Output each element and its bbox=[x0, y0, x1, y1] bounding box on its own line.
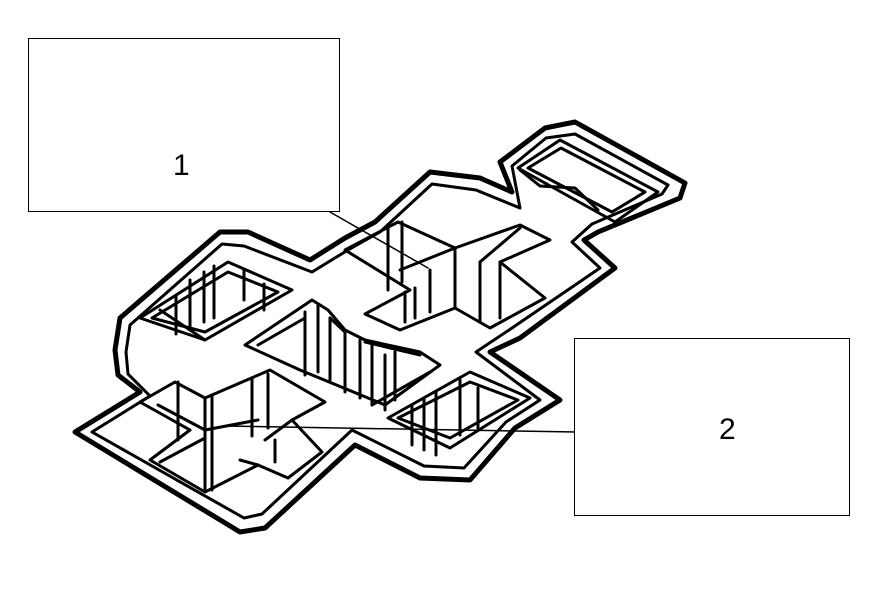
left-cavity bbox=[138, 260, 294, 342]
callout-box-1: 1 bbox=[28, 38, 340, 212]
upper-cavity bbox=[343, 220, 552, 332]
callout-label-1: 1 bbox=[173, 149, 190, 182]
center-cavity bbox=[243, 298, 442, 412]
tray-outer-outline bbox=[72, 119, 688, 535]
callout-label-2: 2 bbox=[719, 413, 736, 446]
tray-inner-outline bbox=[90, 132, 670, 520]
lower-left-cavity bbox=[138, 368, 327, 494]
callout-box-2: 2 bbox=[574, 338, 850, 516]
leader-line-2 bbox=[223, 425, 577, 433]
leader-line-1 bbox=[329, 211, 429, 269]
lower-right-cavity bbox=[386, 370, 532, 457]
corner-recess bbox=[516, 138, 660, 224]
